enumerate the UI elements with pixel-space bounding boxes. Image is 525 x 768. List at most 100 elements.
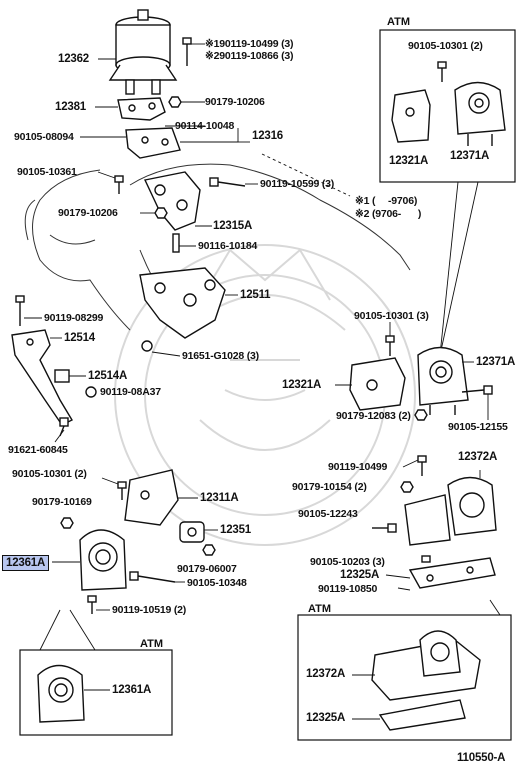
part-12351-bushing — [179, 521, 205, 543]
label-m-90105-10301[interactable]: 90105-10301 (3) — [354, 310, 429, 322]
bolt-90105-10203 — [421, 555, 431, 563]
bolt-91651-G1028 — [141, 340, 153, 352]
bolt-90105-10348 — [129, 571, 176, 583]
bolt-90119-10599 — [209, 177, 246, 187]
note-1-label: ※1 ( — [355, 195, 376, 207]
label-12514A[interactable]: 12514A — [88, 370, 128, 382]
label-r-90119-10850[interactable]: 90119-10850 — [318, 583, 378, 595]
note-2-label: ※2 (9706- — [355, 208, 402, 220]
label-atm3-12361A[interactable]: 12361A — [112, 684, 152, 696]
label-91651-G1028[interactable]: 91651-G1028 (3) — [182, 350, 259, 362]
part-12316-bracket — [125, 127, 181, 159]
bolt-top — [182, 37, 192, 66]
part-12511-bracket — [139, 267, 226, 339]
label-12311A[interactable]: 12311A — [200, 492, 239, 504]
bolt-90119-08299 — [15, 295, 25, 326]
label-90116-10184[interactable]: 90116-10184 — [198, 240, 258, 252]
section-atm-3: ATM — [140, 638, 164, 650]
label-90105-08094[interactable]: 90105-08094 — [14, 131, 74, 143]
label-90114-10048[interactable]: 90114-10048 — [175, 120, 235, 132]
part-12371A-mount — [417, 346, 469, 415]
nut-90179-10154 — [400, 481, 414, 493]
label-m-12371A[interactable]: 12371A — [476, 356, 516, 368]
atm-box-1 — [379, 29, 516, 183]
bolt-90105-12243 — [372, 523, 397, 533]
label-r-90105-12243[interactable]: 90105-12243 — [298, 508, 358, 520]
label-m-90105-12155[interactable]: 90105-12155 — [448, 421, 508, 433]
diagram-id: 110550-A — [457, 752, 506, 764]
note-1: ※1 ( -9706) — [355, 195, 417, 207]
stud-90116-10184 — [172, 233, 180, 253]
atm2-12325A-plate — [378, 699, 466, 731]
atm-box-2 — [297, 614, 512, 741]
note-bolt-1: ※190119-10499 (3) — [205, 38, 294, 50]
bolt-90105-10301-mid — [385, 335, 395, 356]
part-12514-arm — [11, 329, 73, 426]
nut-90179-10169 — [60, 517, 74, 529]
label-12316[interactable]: 12316 — [252, 130, 283, 142]
label-12514[interactable]: 12514 — [64, 332, 95, 344]
bolt-90119-10499-right — [417, 455, 427, 476]
section-atm-1: ATM — [387, 16, 411, 28]
label-90105-10361[interactable]: 90105-10361 — [17, 166, 77, 178]
label-r-12325A[interactable]: 12325A — [340, 569, 380, 581]
atm1-12321A-mount — [391, 89, 431, 143]
part-12325A-plate — [408, 557, 496, 589]
nut-90179-10206-b — [154, 207, 168, 219]
atm2-12372A-mount — [371, 630, 481, 701]
label-12351[interactable]: 12351 — [220, 524, 251, 536]
label-r-90105-10203[interactable]: 90105-10203 (3) — [310, 556, 385, 568]
label-12315A[interactable]: 12315A — [213, 220, 253, 232]
part-bracket-mid-right — [404, 494, 451, 546]
part-12315A-bracket — [143, 171, 201, 231]
atm-box-3 — [19, 649, 173, 736]
nut-90179-10206-a — [168, 96, 182, 108]
note-2-value: ) — [417, 208, 422, 220]
label-atm1-bolt[interactable]: 90105-10301 (2) — [408, 40, 483, 52]
label-12361A-highlighted[interactable]: 12361A — [2, 555, 50, 571]
nut-90179-06007 — [202, 544, 216, 556]
label-90119-08299[interactable]: 90119-08299 — [44, 312, 104, 324]
label-atm2-12372A[interactable]: 12372A — [306, 668, 346, 680]
label-12511[interactable]: 12511 — [240, 289, 271, 301]
bolt-90105-10301-left — [117, 481, 127, 500]
note-1-value: -9706) — [387, 195, 418, 207]
label-90119-08A37[interactable]: 90119-08A37 — [100, 386, 161, 398]
part-12372A-mount — [447, 476, 497, 536]
part-12321A-mount — [349, 357, 406, 411]
label-m-12321A[interactable]: 12321A — [282, 379, 322, 391]
label-atm1-12371A[interactable]: 12371A — [450, 150, 490, 162]
atm1-bolt — [437, 61, 447, 82]
label-r-90179-10154[interactable]: 90179-10154 (2) — [292, 481, 367, 493]
part-12514A-block — [54, 369, 70, 383]
part-12362-canister — [108, 9, 178, 95]
bolt-90119-08A37 — [85, 386, 97, 398]
bolt-90105-10361 — [114, 175, 124, 194]
nut-90179-12083 — [414, 409, 428, 421]
label-90119-10519[interactable]: 90119-10519 (2) — [112, 604, 187, 616]
note-2: ※2 (9706- ) — [355, 208, 421, 220]
label-12362[interactable]: 12362 — [58, 53, 89, 65]
part-12361A-mount — [79, 529, 127, 591]
label-90105-10348[interactable]: 90105-10348 — [187, 577, 247, 589]
label-atm1-12321A[interactable]: 12321A — [389, 155, 429, 167]
section-atm-2: ATM — [308, 603, 332, 615]
label-90179-06007[interactable]: 90179-06007 — [177, 563, 237, 575]
label-12381[interactable]: 12381 — [55, 101, 86, 113]
part-12381-bracket — [117, 97, 166, 121]
label-90179-10206-a[interactable]: 90179-10206 — [205, 96, 265, 108]
label-r-90119-10499[interactable]: 90119-10499 — [328, 461, 388, 473]
label-m-90179-12083[interactable]: 90179-12083 (2) — [336, 410, 411, 422]
label-r-12372A[interactable]: 12372A — [458, 451, 498, 463]
atm1-12371A-mount — [454, 81, 506, 146]
note-bolt-2: ※290119-10866 (3) — [205, 50, 294, 62]
label-90179-10206-b[interactable]: 90179-10206 — [58, 207, 118, 219]
label-atm2-12325A[interactable]: 12325A — [306, 712, 346, 724]
label-90119-10599[interactable]: 90119-10599 (3) — [260, 178, 335, 190]
label-90105-10301-left[interactable]: 90105-10301 (2) — [12, 468, 87, 480]
label-91621-60845[interactable]: 91621-60845 — [8, 444, 68, 456]
bolt-90119-10519 — [87, 595, 97, 614]
part-12311A-bracket — [124, 469, 179, 526]
label-90179-10169[interactable]: 90179-10169 — [32, 496, 92, 508]
